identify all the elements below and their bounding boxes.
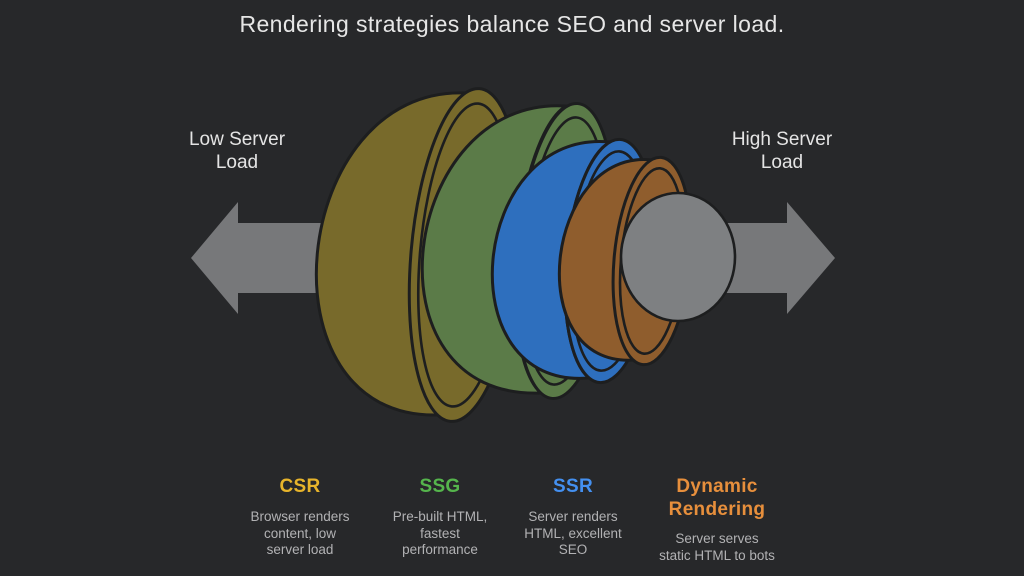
legend-desc-ssg-line2: fastest [420,525,460,541]
legend-desc-ssg: Pre-built HTML, fastest performance [355,509,525,559]
legend-desc-csr: Browser renders content, low server load [215,509,385,559]
legend-heading-ssr: SSR [488,475,658,498]
high-server-load-line2: Load [760,152,804,173]
legend-heading-csr-text: CSR [279,476,321,497]
legend-heading-dynamic-line2: Rendering [668,499,766,520]
legend-heading-ssg-text: SSG [419,476,461,497]
high-server-load-line1: High Server [731,129,833,150]
legend-desc-ssr-line3: SEO [558,542,588,557]
legend-item-ssg: SSG Pre-built HTML, fastest performance [355,475,525,559]
legend-item-dynamic-rendering: Dynamic Rendering Server serves static H… [632,475,802,564]
legend-desc-dynamic-line1: Server serves [675,531,759,546]
legend-desc-ssr: Server renders HTML, excellent SEO [488,509,658,559]
high-server-load-label: High Server Load [697,128,867,174]
legend-desc-csr-line1: Browser renders [250,509,350,524]
low-server-load-line2: Load [215,152,259,173]
legend-item-csr: CSR Browser renders content, low server … [215,475,385,559]
low-server-load-label: Low Server Load [152,128,322,174]
legend-heading-dynamic-rendering: Dynamic Rendering [632,475,802,521]
legend-desc-dynamic-rendering: Server serves static HTML to bots [632,531,802,564]
legend-desc-ssr-line2: HTML, excellent [524,525,622,541]
legend-desc-dynamic-line2: static HTML to bots [659,547,775,563]
legend-heading-dynamic-line1: Dynamic [676,476,758,497]
legend-desc-ssr-line1: Server renders [528,509,618,524]
legend-desc-csr-line3: server load [266,542,334,557]
legend-heading-ssr-text: SSR [553,476,593,497]
legend-desc-ssg-line1: Pre-built HTML, [392,509,488,524]
legend-item-ssr: SSR Server renders HTML, excellent SEO [488,475,658,559]
legend-desc-csr-line2: content, low [263,525,337,541]
legend-heading-csr: CSR [215,475,385,498]
legend-desc-ssg-line3: performance [402,542,478,557]
core-sphere [619,191,737,323]
low-server-load-line1: Low Server [188,129,286,150]
legend-heading-ssg: SSG [355,475,525,498]
page-title: Rendering strategies balance SEO and ser… [239,11,785,37]
